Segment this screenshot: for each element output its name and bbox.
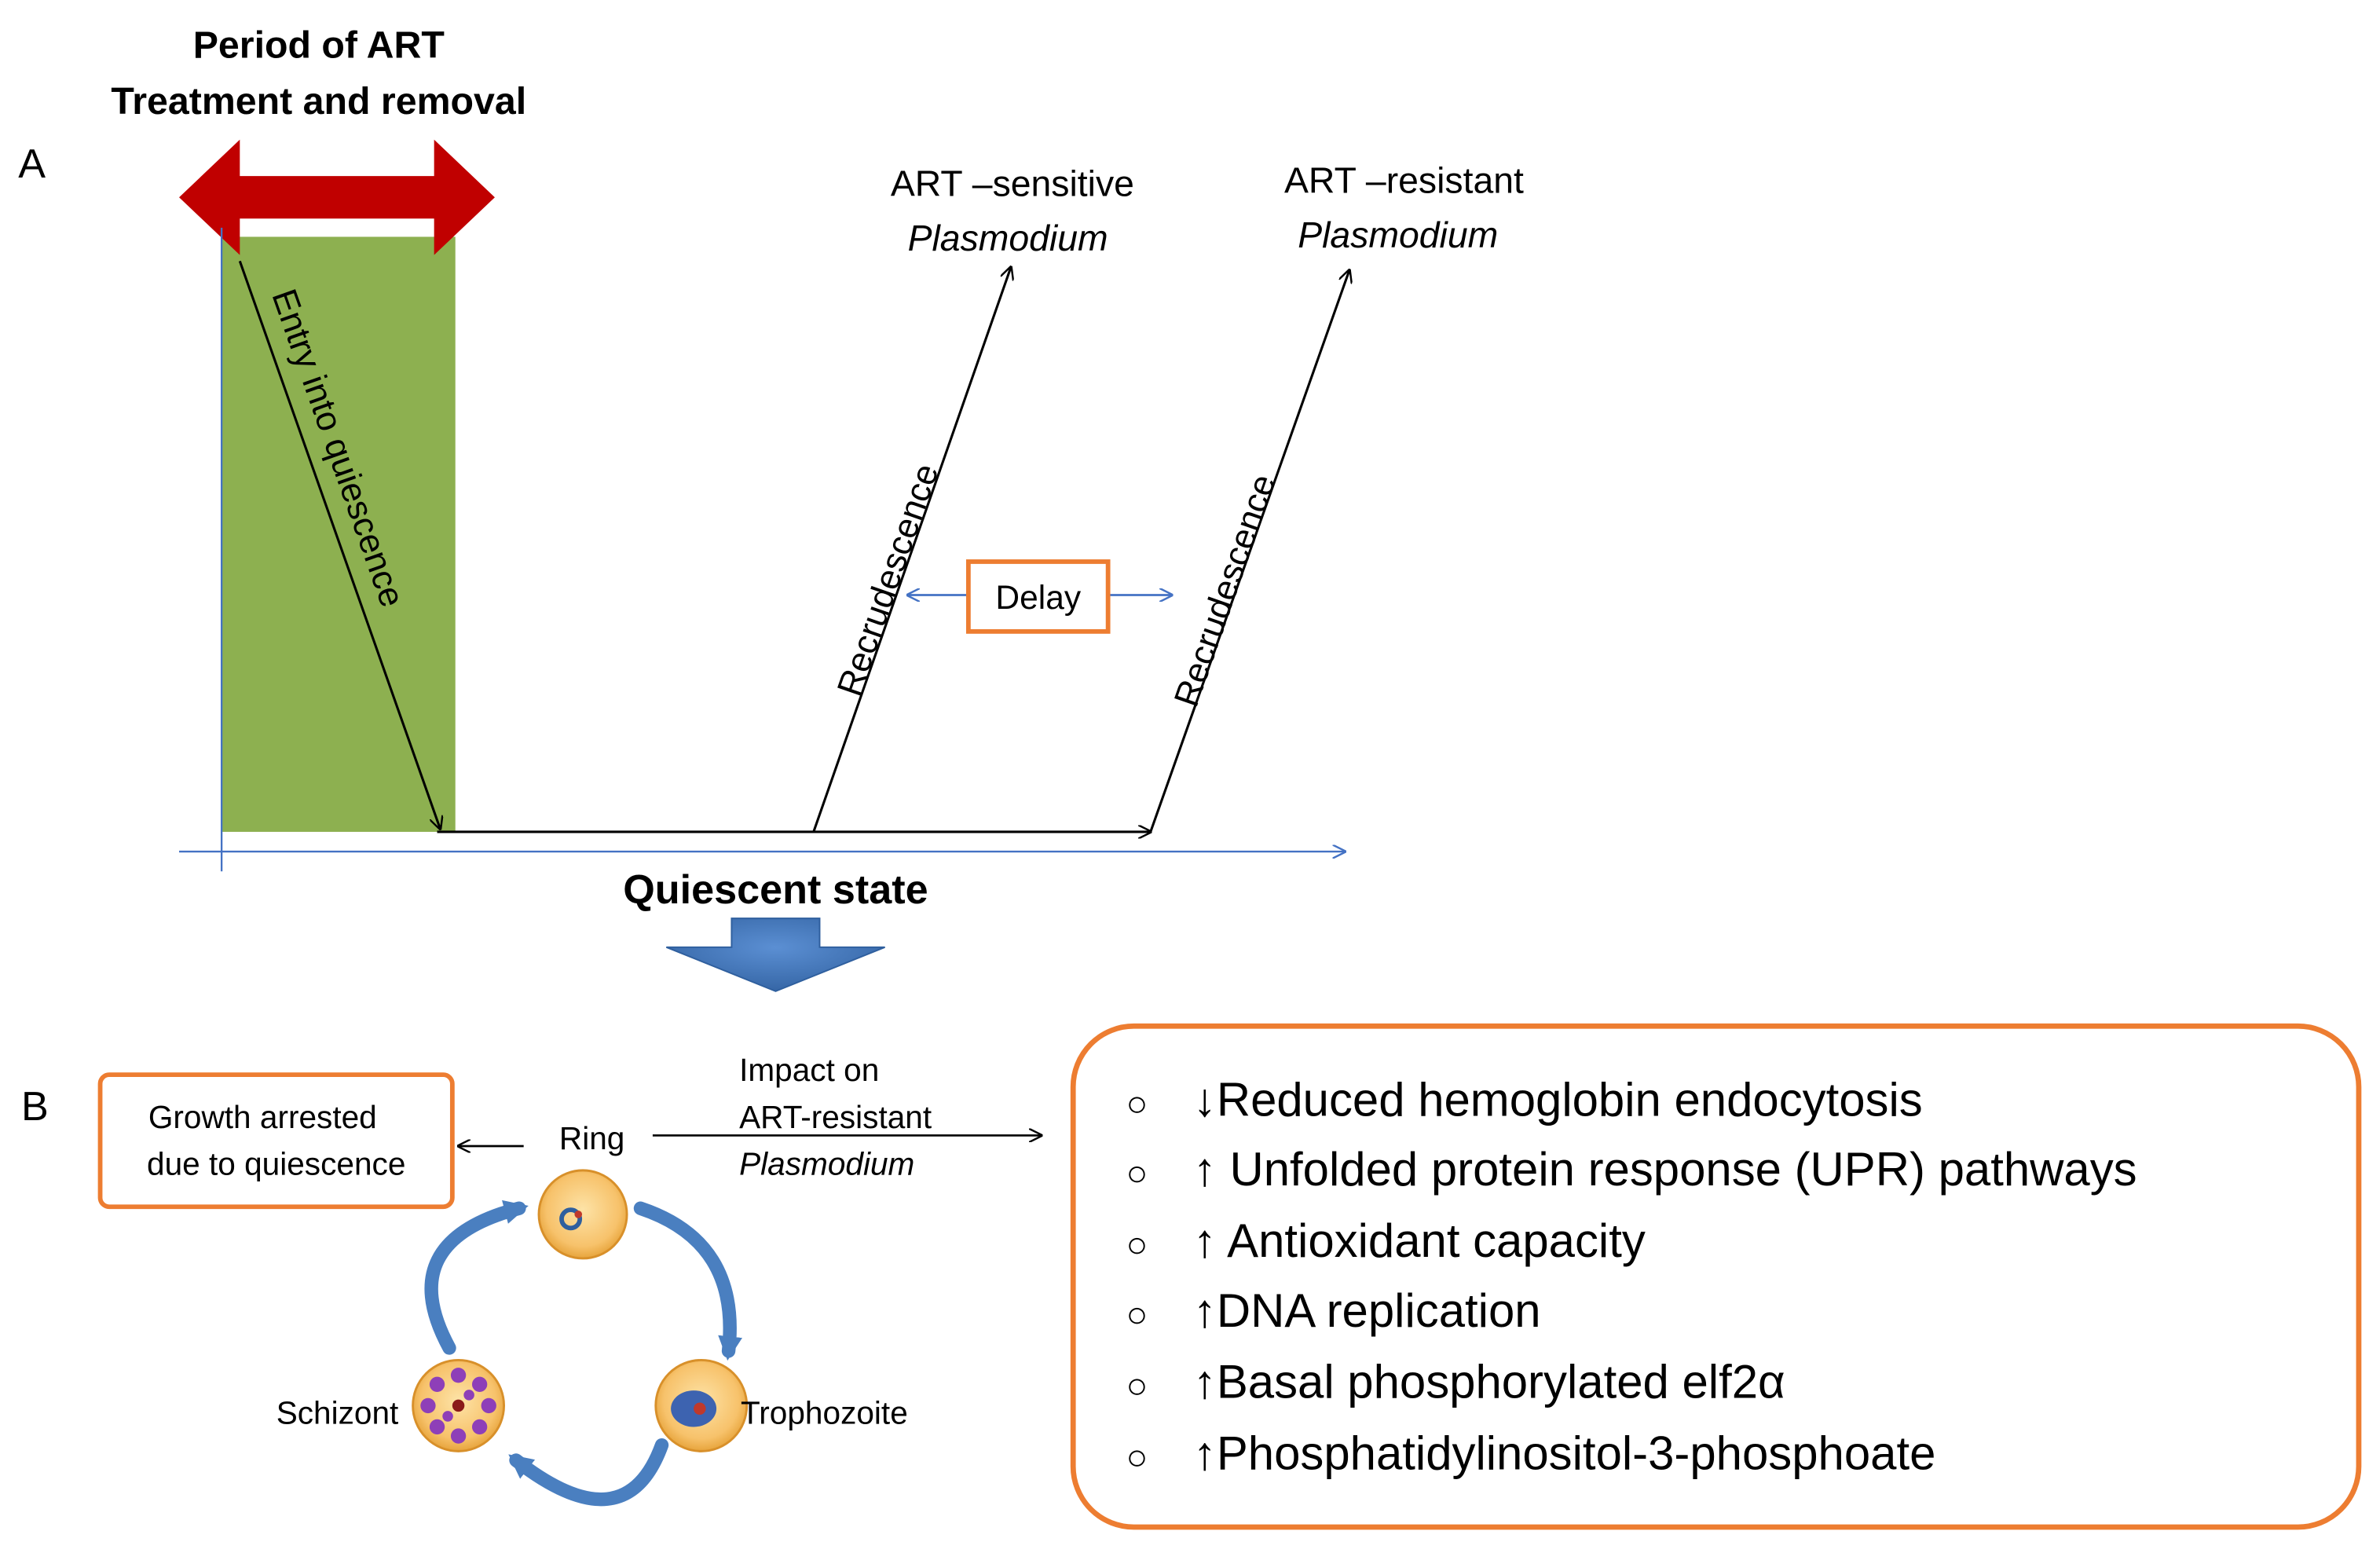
- effect-text: ↑Phosphatidylinositol-3-phosphoate: [1193, 1427, 1936, 1480]
- axis-caption: Quiescent state: [623, 867, 928, 913]
- resistant-title-line2: Plasmodium: [1298, 214, 1498, 255]
- transition-arrow: [665, 918, 885, 992]
- panel-a-label: A: [18, 141, 46, 187]
- effect-bullet-icon: ○: [1126, 1365, 1148, 1406]
- effect-bullet-icon: ○: [1126, 1437, 1148, 1478]
- treatment-period-bar: [222, 236, 456, 832]
- effect-bullet-icon: ○: [1126, 1152, 1148, 1193]
- up-arrow-icon: ↑: [1193, 1143, 1217, 1196]
- trophozoite-label: Trophozoite: [741, 1395, 908, 1431]
- effect-item: ○ ↑Phosphatidylinositol-3-phosphoate: [1126, 1427, 1935, 1480]
- up-arrow-icon: ↑: [1193, 1427, 1217, 1480]
- growth-arrested-line1: Growth arrested: [148, 1099, 377, 1135]
- up-arrow-icon: ↑: [1193, 1356, 1217, 1408]
- delay-box: [965, 559, 1111, 634]
- effect-item: ○ ↓Reduced hemoglobin endocytosis: [1126, 1073, 1922, 1126]
- sensitive-title-line2: Plasmodium: [908, 218, 1108, 258]
- effects-box: [1070, 1023, 2362, 1530]
- up-arrow-icon: ↑: [1193, 1214, 1217, 1267]
- resistant-recrudescence-label: Recrudescence: [1167, 470, 1283, 712]
- ring-label: Ring: [559, 1120, 624, 1156]
- effect-text: ↑Basal phosphorylated elf2α: [1193, 1356, 1785, 1408]
- effect-label: Phosphatidylinositol-3-phosphoate: [1217, 1427, 1936, 1480]
- effect-bullet-icon: ○: [1126, 1082, 1148, 1123]
- cycle-arrow-trophozoite-to-schizont: [508, 1438, 669, 1507]
- resistant-title-line1: ART –resistant: [1284, 159, 1524, 200]
- effect-text: ↑ Antioxidant capacity: [1193, 1214, 1646, 1267]
- resistant-recrudescence-arrow: [1149, 270, 1349, 833]
- effect-label: DNA replication: [1217, 1284, 1541, 1337]
- impact-line1: Impact on: [739, 1052, 879, 1088]
- sensitive-title-line1: ART –sensitive: [891, 163, 1134, 203]
- effect-label: Reduced hemoglobin endocytosis: [1217, 1073, 1923, 1126]
- schizont-label: Schizont: [276, 1395, 399, 1431]
- effect-label: Antioxidant capacity: [1217, 1214, 1646, 1267]
- panel-b-label: B: [21, 1084, 49, 1130]
- effect-bullet-icon: ○: [1126, 1224, 1148, 1265]
- trophozoite-stage-cell: [654, 1358, 749, 1452]
- effect-label: Unfolded protein response (UPR) pathways: [1217, 1143, 2137, 1196]
- effect-bullet-icon: ○: [1126, 1294, 1148, 1335]
- cycle-arrow-schizont-to-ring: [424, 1200, 529, 1355]
- effects-list: ○ ↓Reduced hemoglobin endocytosis ○ ↑ Unfol…: [1126, 1073, 2137, 1479]
- delay-label: Delay: [995, 580, 1081, 617]
- effect-item: ○ ↑ Antioxidant capacity: [1126, 1214, 1646, 1267]
- impact-line3: Plasmodium: [739, 1146, 914, 1182]
- effect-item: ○ ↑ Unfolded protein response (UPR) pathw…: [1126, 1143, 2137, 1196]
- treatment-title-line1: Period of ART: [193, 24, 445, 66]
- up-arrow-icon: ↑: [1193, 1284, 1217, 1337]
- effect-text: ↑ Unfolded protein response (UPR) pathwa…: [1193, 1143, 2137, 1196]
- effect-label: Basal phosphorylated elf2α: [1217, 1356, 1785, 1408]
- impact-line2: ART-resistant: [739, 1099, 932, 1135]
- schizont-stage-cell: [412, 1358, 506, 1452]
- sensitive-recrudescence-arrow: [812, 267, 1011, 833]
- sensitive-recrudescence-label: Recrudescence: [830, 459, 947, 701]
- effect-text: ↑DNA replication: [1193, 1284, 1541, 1337]
- effect-item: ○ ↑DNA replication: [1126, 1284, 1540, 1337]
- growth-arrested-box: [97, 1072, 455, 1210]
- treatment-title-line2: Treatment and removal: [111, 80, 526, 123]
- cycle-arrow-ring-to-trophozoite: [633, 1201, 742, 1361]
- effect-item: ○ ↑Basal phosphorylated elf2α: [1126, 1356, 1785, 1408]
- effect-text: ↓Reduced hemoglobin endocytosis: [1193, 1073, 1923, 1126]
- life-cycle: [412, 1169, 749, 1507]
- entry-arrow: [238, 260, 440, 829]
- ring-stage-cell: [537, 1169, 628, 1260]
- growth-arrested-line2: due to quiescence: [147, 1146, 405, 1182]
- down-arrow-icon: ↓: [1193, 1073, 1217, 1126]
- treatment-double-arrow: [179, 139, 495, 255]
